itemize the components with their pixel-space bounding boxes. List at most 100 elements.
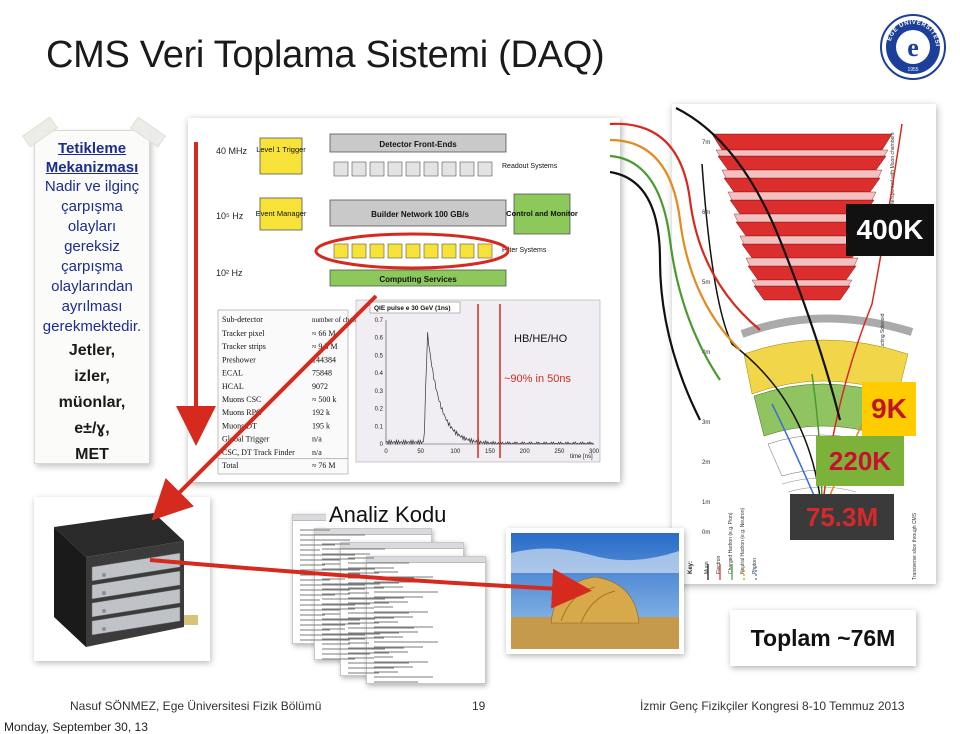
- front-ends-box: [329, 133, 507, 153]
- table-cell-subdetector: CSC, DT Track Finder: [222, 448, 295, 457]
- rate-1e5hz: 10⁵ Hz: [216, 211, 244, 221]
- footer-conference: İzmir Genç Fizikçiler Kongresi 8-10 Temm…: [640, 699, 905, 713]
- table-cell-channels: ≈ 9.3 M: [312, 342, 338, 351]
- side-label-yoke: Iron return yoke interspersed with Muon …: [890, 132, 896, 244]
- haystack-photo: [506, 528, 684, 654]
- table-cell-channels: 75848: [312, 369, 332, 378]
- note-body-line: gerekmektedir.: [42, 318, 142, 335]
- table-cell-subdetector: Total: [222, 461, 239, 470]
- svg-text:Muon: Muon: [704, 561, 710, 574]
- footer-author: Nasuf SÖNMEZ, Ege Üniversitesi Fizik Böl…: [70, 699, 322, 713]
- daq-diagram: 40 MHz 10⁵ Hz 10² Hz Level 1 Trigger Det…: [216, 133, 601, 475]
- table-cell-subdetector: Muons RPC: [222, 408, 261, 417]
- plot-xtick-label: 250: [554, 449, 565, 455]
- footer-page-number: 19: [472, 699, 486, 713]
- note-heading-2: Mekanizması: [45, 159, 139, 176]
- svg-text:Neutral Hadron (e.g. Neutron): Neutral Hadron (e.g. Neutron): [740, 508, 746, 574]
- builder-network-box: [329, 199, 507, 227]
- table-cell-subdetector: Tracker pixel: [222, 329, 265, 338]
- plot-ytick-label: 0.7: [375, 318, 384, 324]
- plot-ytick-label: 0.1: [375, 424, 384, 430]
- table-cell-subdetector: Preshower: [222, 355, 256, 364]
- svg-text:0m: 0m: [702, 530, 710, 536]
- table-cell-subdetector: Tracker strips: [222, 342, 266, 351]
- rate-1e2hz: 10² Hz: [216, 268, 243, 278]
- plot-ytick-label: 0: [380, 442, 384, 448]
- table-cell-channels: n/a: [312, 448, 322, 457]
- readout-label: Readout Systems: [502, 163, 558, 170]
- note-bold-line: MET: [75, 446, 109, 463]
- readout-cells: [333, 161, 493, 177]
- svg-text:5m: 5m: [702, 280, 710, 286]
- plot-xtick-label: 0: [384, 449, 388, 455]
- key-label: Key:: [688, 561, 694, 574]
- filter-highlight-ellipse: [314, 232, 510, 270]
- svg-text:2m: 2m: [702, 460, 710, 466]
- rate-label-220k: 220K: [816, 436, 904, 486]
- note-bold-line: Jetler,: [68, 342, 116, 359]
- key-swatches: [707, 564, 757, 580]
- presentation-date: Monday, September 30, 13: [4, 720, 148, 734]
- table-cell-channels: ≈ 66 M: [312, 329, 336, 338]
- note-body-line: gereksiz: [64, 238, 120, 255]
- plot-xtick-label: 200: [520, 449, 531, 455]
- table-cell-channels: 192 k: [312, 408, 330, 417]
- pulse-curve: [385, 332, 594, 446]
- logo-year: 1955: [907, 67, 918, 73]
- plot-label-90pct: ~90% in 50ns: [504, 373, 571, 385]
- table-header-sub: Sub-detector: [222, 315, 263, 324]
- table-cell-subdetector: HCAL: [222, 382, 244, 391]
- plot-xlabel: time [ns]: [570, 454, 593, 460]
- note-body-line: ayrılması: [61, 298, 123, 315]
- side-label-slice: Transverse slice through CMS: [912, 512, 918, 580]
- svg-text:1m: 1m: [702, 500, 710, 506]
- table-cell-subdetector: Muons CSC: [222, 395, 261, 404]
- haystack-image: [511, 533, 679, 649]
- table-cell-channels: ≈ 76 M: [312, 461, 336, 470]
- control-monitor-label: Control and Monitor: [506, 209, 578, 218]
- slide: CMS Veri Toplama Sistemi (DAQ) e EGE ÜNİ…: [22, 14, 946, 713]
- control-monitor-box: [513, 193, 571, 235]
- disk-storage-photo: [34, 497, 210, 661]
- code-lines: [300, 529, 438, 683]
- computing-services-label: Computing Services: [379, 275, 457, 284]
- total-channels-box: Toplam ~76M: [730, 610, 916, 666]
- plot-xtick-label: 100: [450, 449, 461, 455]
- svg-text:7m: 7m: [702, 140, 710, 146]
- plot-ytick-label: 0.3: [375, 389, 384, 395]
- filter-cells: [333, 243, 493, 259]
- note-body-line: çarpışma: [61, 198, 123, 215]
- plot-xtick-label: 150: [485, 449, 496, 455]
- plot-label-hbheho: HB/HE/HO: [514, 333, 568, 345]
- logo-letter: e: [907, 33, 919, 62]
- table-cell-channels: ≈ 500 k: [312, 395, 336, 404]
- svg-text:Electron: Electron: [716, 555, 722, 574]
- table-cell-channels: n/a: [312, 435, 322, 444]
- ege-university-logo: e EGE ÜNİVERSİTESİ 1955: [880, 14, 946, 80]
- rate-label-75m: 75.3M: [790, 494, 894, 540]
- event-manager-label: Event Manager: [256, 209, 307, 218]
- side-label-solenoid: Superconducting Solenoid: [880, 313, 886, 372]
- svg-text:Charged Hadron (e.g. Pion): Charged Hadron (e.g. Pion): [728, 512, 734, 574]
- note-body-line: olaylarından: [51, 278, 133, 295]
- note-body-line: olayları: [67, 218, 117, 235]
- plot-title: QIE pulse e 30 GeV (1ns): [374, 305, 451, 312]
- table-cell-channels: 195 k: [312, 421, 330, 430]
- key-items: Muon Electron Charged Hadron (e.g. Pion)…: [704, 508, 758, 574]
- plot-xtick-label: 300: [589, 449, 600, 455]
- svg-text:Photon: Photon: [752, 558, 758, 574]
- analysis-code-label: Analiz Kodu: [326, 502, 450, 528]
- slide-title: CMS Veri Toplama Sistemi (DAQ): [46, 34, 605, 76]
- trigger-note-card: Tetikleme Mekanizması Nadir ve ilginç ça…: [22, 116, 166, 464]
- front-ends-label: Detector Front-Ends: [379, 140, 457, 149]
- rate-label-400k: 400K: [846, 204, 934, 256]
- note-body-line: Nadir ve ilginç: [44, 178, 140, 195]
- rate-label-9k: 9K: [862, 382, 916, 436]
- note-bold-line: izler,: [74, 368, 110, 385]
- disk-drives-image: [34, 497, 210, 661]
- table-cell-subdetector: Global Trigger: [222, 435, 270, 444]
- note-body-line: çarpışma: [61, 258, 123, 275]
- daq-diagram-panel: 40 MHz 10⁵ Hz 10² Hz Level 1 Trigger Det…: [188, 118, 620, 482]
- table-cell-channels: 144384: [312, 355, 336, 364]
